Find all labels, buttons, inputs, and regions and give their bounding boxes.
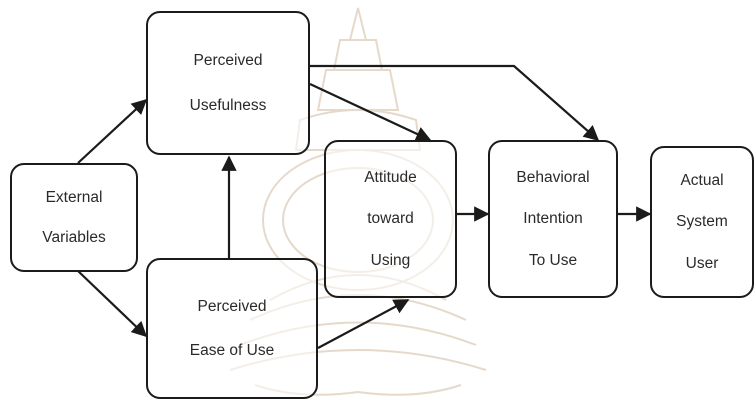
node-label-line: Actual [680, 171, 724, 189]
node-label-line: Behavioral [516, 168, 590, 186]
node-external-variables: External Variables [10, 163, 138, 272]
node-label-line: Using [370, 251, 411, 269]
node-label-line: To Use [528, 251, 578, 269]
edge-ease-to-attitude [317, 299, 410, 349]
node-actual-system-use: Actual System User [650, 146, 754, 298]
node-label-line: toward [367, 210, 414, 228]
node-attitude-toward-using: Attitude toward Using [324, 140, 457, 298]
node-perceived-ease-of-use: Perceived Ease of Use [146, 258, 318, 399]
node-label-line: Variables [42, 228, 106, 246]
node-label-line: Attitude [364, 168, 417, 186]
node-label-line: Intention [523, 210, 583, 228]
node-label-line: Usefulness [189, 97, 267, 114]
edge-external-to-ease [77, 270, 148, 338]
node-perceived-usefulness: Perceived Usefulness [146, 11, 310, 155]
node-label-line: Perceived [193, 51, 263, 69]
node-label-line: System [676, 213, 728, 231]
node-label-line: Ease of Use [189, 341, 275, 359]
node-behavioral-intention: Behavioral Intention To Use [488, 140, 618, 298]
edge-usefulness-to-intention [310, 64, 600, 142]
node-label-line: User [685, 254, 719, 272]
node-label-line: Perceived [197, 298, 267, 315]
node-label-line: External [45, 189, 103, 206]
edge-usefulness-to-attitude [309, 83, 432, 142]
edge-external-to-usefulness [77, 98, 148, 164]
